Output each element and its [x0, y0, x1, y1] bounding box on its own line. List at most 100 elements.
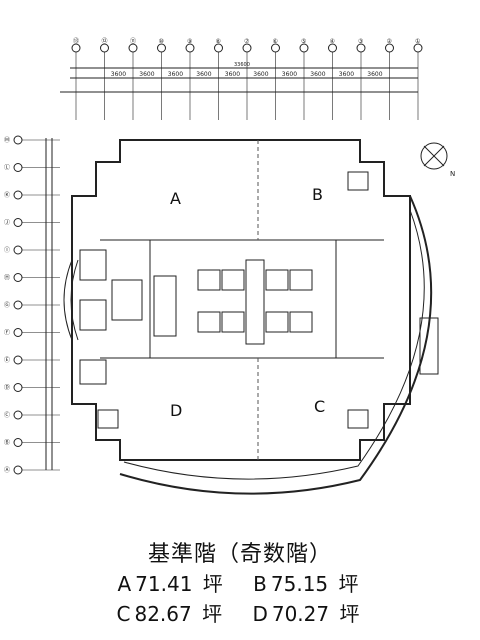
column-label: ⑤: [301, 38, 306, 45]
row-grid: Ⓜ Ⓛ Ⓚ Ⓙ Ⓘ Ⓗ Ⓖ Ⓕ Ⓔ Ⓓ Ⓒ Ⓑ Ⓐ: [4, 135, 60, 475]
bay-dimension: 3600: [196, 71, 211, 78]
service-room-5: [79, 359, 107, 385]
unit-label-d: D: [170, 401, 182, 420]
area-d-value: 70.27: [271, 602, 330, 626]
column-label: ⑩: [159, 38, 164, 45]
column-marker: [356, 43, 366, 53]
area-a-unit: A: [117, 572, 132, 596]
column-label: ④: [330, 38, 335, 45]
row-label: Ⓖ: [4, 301, 10, 309]
bay-dimension: 3600: [225, 71, 240, 78]
shaft-box: [347, 171, 369, 191]
unit-label-c: C: [314, 397, 325, 416]
row-marker: [13, 245, 23, 255]
area-d-unit: D: [252, 602, 268, 626]
row-marker: [13, 438, 23, 447]
row-label: Ⓛ: [4, 164, 10, 172]
row-marker: [13, 163, 23, 172]
facade-panel: [419, 317, 439, 375]
area-c-label: 坪: [202, 602, 223, 626]
row-marker: [13, 273, 23, 282]
service-room-3: [79, 249, 107, 281]
compass-label: N: [450, 170, 455, 178]
area-c-unit: C: [116, 602, 131, 626]
curved-facade: [119, 195, 433, 495]
column-label: ③: [358, 38, 363, 45]
column-marker: [385, 43, 394, 53]
column-marker: [185, 43, 195, 53]
row-label: Ⓜ: [4, 136, 10, 144]
elevator-bank-left: [197, 269, 245, 333]
bay-dimension: 3600: [367, 71, 382, 78]
column-label: ⑬: [73, 37, 79, 45]
curved-facade-inner: [123, 209, 425, 480]
row-marker: [13, 300, 23, 310]
total-dimension: 33600: [234, 62, 250, 68]
entrance-curve: [63, 259, 73, 341]
column-label: ①: [415, 38, 420, 45]
area-b-unit: B: [253, 572, 267, 596]
column-label: ⑨: [187, 38, 192, 45]
row-marker: [13, 355, 23, 365]
column-marker: [242, 43, 252, 53]
service-room-4: [79, 299, 107, 331]
column-marker: [299, 43, 309, 53]
row-label: Ⓚ: [4, 191, 10, 199]
column-label: ⑧: [216, 38, 221, 45]
bay-dimension: 3600: [310, 71, 325, 78]
row-label: Ⓔ: [4, 356, 10, 364]
area-a-value: 71.41: [135, 572, 193, 596]
row-label: Ⓒ: [4, 411, 10, 419]
lift-lobby: [245, 259, 265, 345]
row-marker: [13, 135, 23, 145]
area-c-value: 82.67: [134, 602, 192, 626]
unit-label-a: A: [170, 189, 181, 208]
column-label: ⑦: [244, 38, 250, 45]
row-marker: [13, 328, 23, 337]
shaft-box-2: [347, 409, 369, 429]
row-label: Ⓙ: [4, 219, 10, 227]
row-marker: [13, 218, 23, 227]
bay-dimension: 3600: [111, 71, 126, 78]
column-marker: [71, 43, 81, 53]
row-marker: [13, 383, 23, 392]
shaft-box-3: [97, 409, 119, 429]
area-d-label: 坪: [339, 602, 360, 626]
column-marker: [328, 43, 337, 53]
bay-dimension: 3600: [282, 71, 297, 78]
service-room-2: [153, 275, 177, 337]
row-marker: [13, 410, 23, 420]
column-label: ②: [387, 38, 393, 45]
building-outline: [71, 139, 411, 461]
elevator-bank-right: [265, 269, 313, 333]
unit-label-b: B: [312, 185, 323, 204]
floor-plan: ⑬ ⑫ ⑪ ⑩ ⑨ ⑧ ⑦ ⑥ ⑤ ④ ③ ② ① 3600 3600 3600 3600 3600 3600 360…: [4, 37, 455, 495]
row-label: Ⓗ: [4, 274, 10, 282]
row-label: Ⓓ: [4, 384, 10, 392]
service-room: [111, 279, 143, 321]
area-b-label: 坪: [338, 572, 359, 596]
area-a-label: 坪: [202, 572, 223, 596]
row-label: Ⓐ: [4, 466, 10, 474]
row-label: Ⓕ: [4, 329, 10, 337]
column-label: ⑫: [102, 37, 108, 45]
column-label: ⑥: [273, 38, 278, 45]
row-label: Ⓑ: [4, 439, 10, 447]
column-marker: [100, 43, 109, 53]
column-marker: [413, 43, 423, 53]
core-outline: [149, 239, 337, 359]
column-marker: [271, 43, 280, 53]
column-marker: [214, 43, 223, 53]
row-marker: [13, 190, 23, 200]
entrance-curve-inner: [70, 259, 79, 341]
column-grid: ⑬ ⑫ ⑪ ⑩ ⑨ ⑧ ⑦ ⑥ ⑤ ④ ③ ② ① 3600 3600 3600 3600 3600 3600 360…: [71, 37, 423, 120]
bay-dimension: 3600: [339, 71, 354, 78]
column-label: ⑪: [130, 37, 136, 45]
bay-dimension: 3600: [139, 71, 154, 78]
row-label: Ⓘ: [4, 246, 10, 254]
